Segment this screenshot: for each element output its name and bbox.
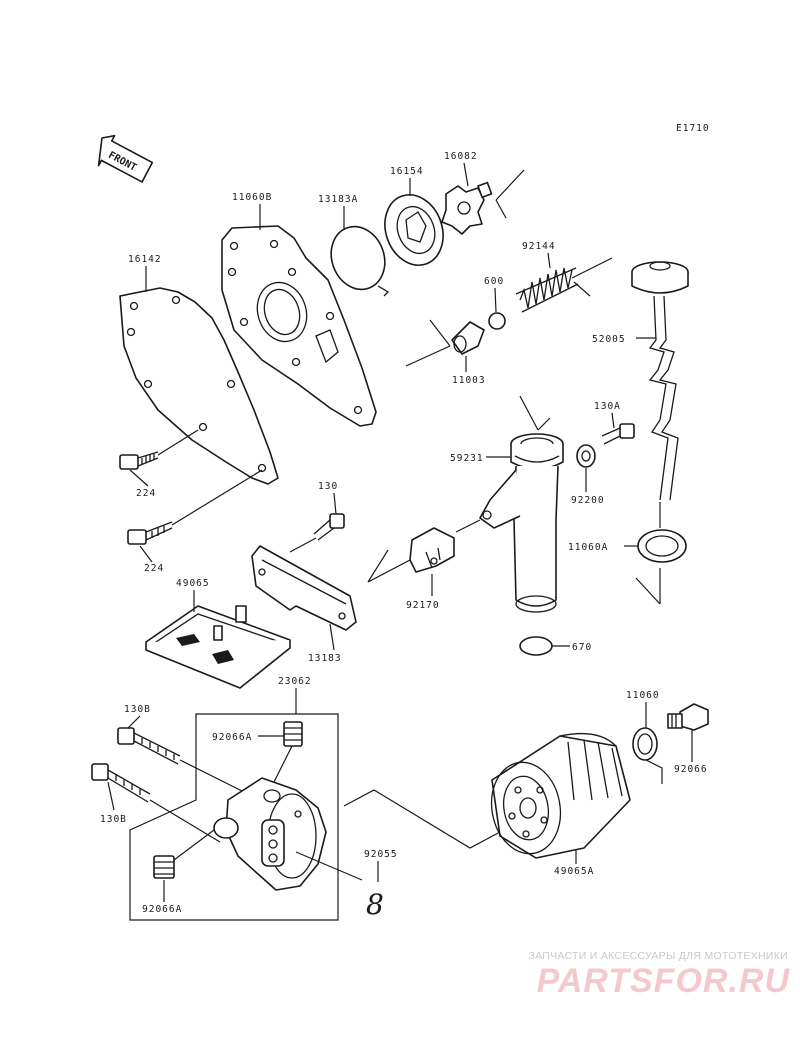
label-11003: 11003 [452, 375, 486, 386]
label-130: 130 [318, 481, 338, 492]
label-92066A-lower: 92066A [142, 904, 182, 915]
label-92144: 92144 [522, 241, 556, 252]
oring-670 [519, 636, 553, 656]
label-13183: 13183 [308, 653, 342, 664]
label-52005: 52005 [592, 334, 626, 345]
front-arrow-icon: FRONT [97, 134, 154, 183]
ball-600 [488, 312, 506, 330]
label-130B-upper: 130B [124, 704, 151, 715]
label-130B-lower: 130B [100, 814, 127, 825]
bolt-130 [313, 513, 345, 541]
label-23062: 23062 [278, 676, 312, 687]
gasket-11060A [637, 529, 687, 563]
label-600: 600 [484, 276, 504, 287]
washer-92200 [576, 444, 596, 468]
cover-11060B [221, 225, 377, 427]
pipe-59231 [479, 433, 564, 613]
label-92066: 92066 [674, 764, 708, 775]
plug-92066 [667, 703, 709, 731]
label-49065A: 49065A [554, 866, 594, 877]
plug-92066A-lower [153, 855, 175, 879]
diagram-code: E1710 [676, 123, 710, 134]
seal-13183A [330, 225, 390, 297]
housing-group-bracket [129, 713, 339, 921]
label-92170: 92170 [406, 600, 440, 611]
housing-23062 [213, 777, 327, 891]
filter-49065A [490, 732, 631, 859]
bolt-130A [601, 423, 635, 445]
label-16142: 16142 [128, 254, 162, 265]
reference-8: 8 [366, 888, 384, 921]
spring-92144 [515, 267, 579, 313]
label-49065: 49065 [176, 578, 210, 589]
bolt-224-upper [119, 451, 159, 470]
valve-11003 [451, 321, 485, 355]
bolt-130B-lower [91, 763, 151, 803]
watermark-tagline: ЗАПЧАСТИ И АКСЕССУАРЫ ДЛЯ МОТОТЕХНИКИ [528, 950, 788, 962]
label-11060B: 11060B [232, 192, 272, 203]
label-13183A: 13183A [318, 194, 358, 205]
label-92200: 92200 [571, 495, 605, 506]
label-224-lower: 224 [144, 563, 164, 574]
bolt-224-lower [127, 521, 173, 545]
rotor-16082 [441, 181, 493, 235]
label-224-upper: 224 [136, 488, 156, 499]
strainer-49065 [145, 605, 291, 689]
label-130A: 130A [594, 401, 621, 412]
watermark-logo: PARTSFOR.RU [536, 962, 790, 1000]
label-59231: 59231 [450, 453, 484, 464]
label-92055: 92055 [364, 849, 398, 860]
plate-13183 [251, 545, 357, 631]
plug-92066A-upper [283, 721, 303, 747]
rotor-16154 [384, 194, 444, 266]
gasket-16142 [119, 287, 279, 485]
gasket-11060 [632, 727, 658, 761]
clamp-92170 [409, 527, 455, 573]
label-11060A: 11060A [568, 542, 608, 553]
bolt-130B-upper [117, 727, 181, 765]
label-11060: 11060 [626, 690, 660, 701]
label-16082: 16082 [444, 151, 478, 162]
dipstick-52005 [631, 261, 689, 501]
label-16154: 16154 [390, 166, 424, 177]
label-670: 670 [572, 642, 592, 653]
label-92066A-upper: 92066A [212, 732, 252, 743]
